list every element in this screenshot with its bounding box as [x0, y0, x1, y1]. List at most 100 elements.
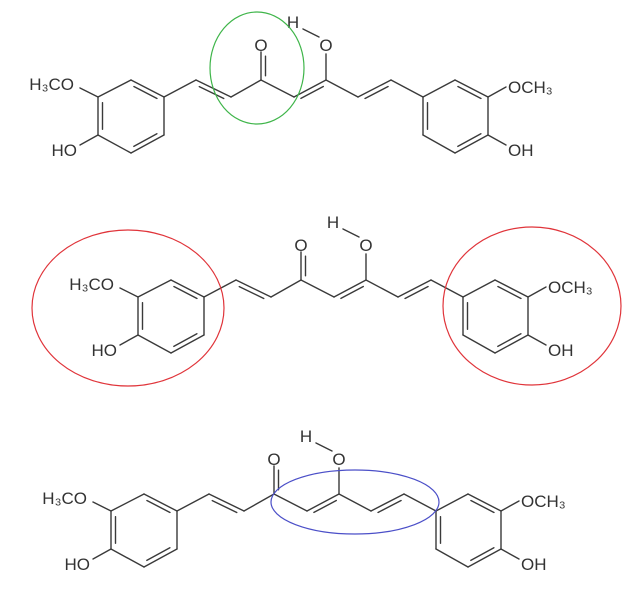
bond: [230, 79, 262, 98]
bond: [273, 493, 308, 512]
enol-hydrogen-label: H: [327, 213, 339, 232]
ring-double-bond: [143, 548, 178, 568]
ring-double-bond-inner: [457, 133, 482, 148]
ring-double-bond: [467, 548, 502, 568]
bond: [422, 134, 456, 154]
ring-double-bond: [494, 279, 529, 298]
methoxy-label-right: OCH₃: [508, 78, 553, 97]
bond: [390, 79, 424, 98]
ring-double-bond: [143, 493, 178, 512]
hydroxy-label-left: HO: [52, 141, 78, 160]
ring-double-bond-inner: [470, 547, 495, 562]
hydroxy-label-left: HO: [92, 341, 118, 360]
bond: [270, 279, 302, 298]
ring-double-bond-inner: [173, 333, 198, 348]
alkene-double-bond: [235, 279, 272, 298]
hydroxy-label-right: OH: [521, 555, 547, 574]
alkene-double-bond-inner: [404, 285, 429, 300]
methoxy-bond: [119, 287, 139, 298]
bond: [203, 279, 237, 298]
bond: [110, 548, 145, 568]
o-h-bond: [342, 228, 360, 238]
methoxy-label-right: OCH₃: [548, 278, 593, 297]
ring-double-bond: [494, 334, 529, 354]
ring-double-bond-inner: [457, 85, 482, 100]
methoxy-label-right: OCH₃: [521, 492, 566, 511]
hydroxy-label-left: HO: [65, 555, 91, 574]
ring-double-bond: [454, 134, 489, 154]
ring-double-bond-inner: [133, 133, 158, 148]
phenyl-rings-highlight: [442, 226, 622, 386]
bond: [435, 493, 469, 512]
methoxy-label-left: H₃CO: [69, 275, 114, 294]
hydroxy-bond: [527, 334, 547, 346]
ring-double-bond-inner: [497, 333, 522, 348]
alkene-double-bond-inner: [211, 499, 238, 514]
bond: [110, 493, 145, 512]
methoxy-bond: [500, 500, 520, 512]
enol-oxygen-label: O: [319, 36, 332, 55]
ring-double-bond: [454, 79, 489, 98]
methoxy-label-left: H₃CO: [29, 75, 74, 94]
enol-double-bond-inner: [300, 85, 325, 100]
ring-double-bond: [130, 79, 165, 98]
enol-oxygen-label: O: [359, 236, 372, 255]
alkene-double-bond-inner: [238, 285, 265, 300]
ring-double-bond: [467, 493, 502, 512]
bond: [338, 493, 372, 512]
ring-double-bond-inner: [146, 499, 171, 514]
hydroxy-bond: [119, 334, 139, 346]
alkene-double-bond-inner: [377, 499, 402, 514]
bond: [97, 79, 132, 98]
bond: [430, 279, 464, 298]
bond: [97, 134, 132, 154]
hydroxy-bond: [487, 134, 507, 146]
hydroxy-bond: [92, 548, 112, 560]
enol-double-bond: [306, 493, 340, 512]
hydroxy-label-right: OH: [548, 341, 574, 360]
ring-double-bond-inner: [173, 285, 198, 300]
bond: [435, 548, 469, 568]
ring-double-bond-inner: [146, 547, 171, 562]
bond: [243, 493, 275, 512]
enol-double-bond-inner: [313, 499, 338, 514]
hydroxy-bond: [500, 548, 520, 560]
alkene-double-bond: [208, 493, 245, 512]
phenyl-rings-highlight: [31, 229, 225, 387]
enol-double-bond-inner: [340, 285, 365, 300]
enol-hydrogen-label: H: [300, 427, 312, 446]
methoxy-label-left: H₃CO: [42, 489, 87, 508]
ring-double-bond: [170, 334, 205, 354]
enol-double-bond: [333, 279, 367, 298]
ring-double-bond-inner: [470, 499, 495, 514]
conjugated-chain-highlight: [270, 469, 440, 535]
bond: [462, 334, 496, 354]
carbonyl-region-highlight: [209, 11, 305, 125]
ring-double-bond: [170, 279, 205, 298]
bond: [163, 79, 197, 98]
bond: [260, 79, 295, 98]
ketone-oxygen-label: O: [294, 236, 307, 255]
o-h-bond: [315, 442, 333, 452]
ring-double-bond-inner: [497, 285, 522, 300]
bond: [325, 79, 359, 98]
alkene-double-bond-inner: [198, 85, 225, 100]
bond: [422, 79, 456, 98]
ketone-oxygen-label: O: [254, 36, 267, 55]
bond: [365, 279, 399, 298]
bond: [300, 279, 335, 298]
bond: [403, 493, 437, 512]
alkene-double-bond: [370, 493, 405, 512]
ring-double-bond: [130, 134, 165, 154]
alkene-double-bond: [397, 279, 432, 298]
enol-hydrogen-label: H: [287, 13, 299, 32]
hydroxy-label-right: OH: [508, 141, 534, 160]
ring-double-bond-inner: [133, 85, 158, 100]
o-h-bond: [302, 28, 320, 38]
methoxy-bond: [527, 286, 547, 298]
hydroxy-bond: [79, 134, 99, 146]
